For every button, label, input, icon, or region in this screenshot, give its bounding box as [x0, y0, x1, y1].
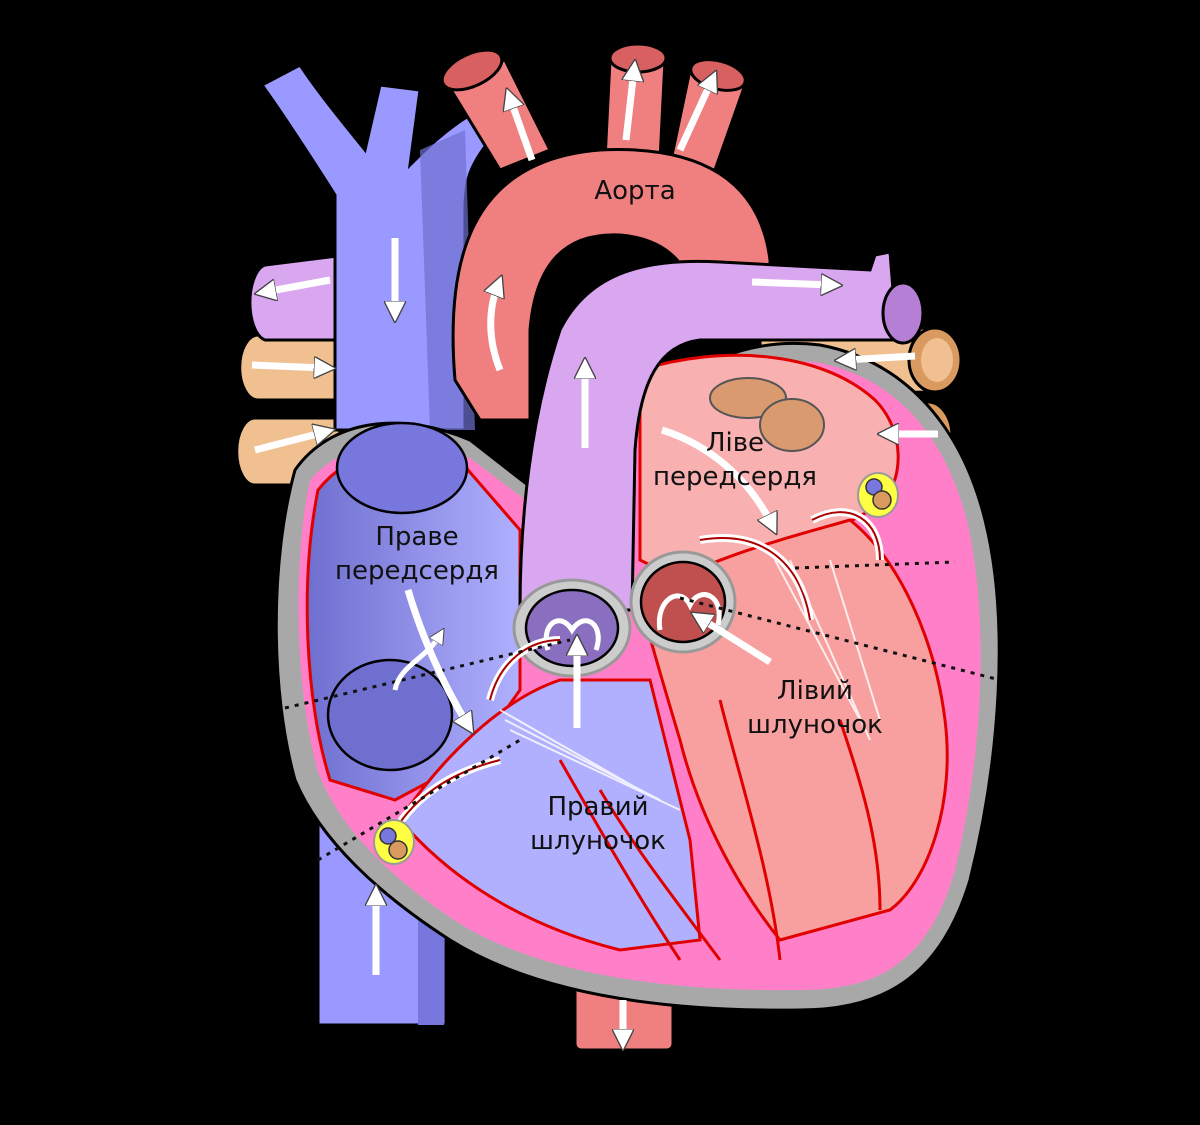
- arrow-aorta-branch-2: [626, 70, 634, 141]
- label-left-atrium: Ліве передсердя: [640, 426, 830, 494]
- arrow-ascending-aorta: [491, 285, 500, 372]
- arrow-aorta-branch-1: [510, 98, 536, 162]
- pulmonary-valve: [512, 578, 632, 678]
- arrow-ra-to-rv: [404, 588, 468, 725]
- aortic-valve: [629, 550, 737, 654]
- arrow-pa-left: [265, 276, 331, 292]
- pulmonary-trunk: [518, 250, 904, 612]
- arrow-pv-left-1: [251, 365, 325, 368]
- arrow-pv-right-1: [845, 356, 916, 360]
- arrow-pv-left-2: [254, 432, 325, 454]
- sinoatrial-node: [857, 472, 899, 518]
- label-aorta: Аорта: [560, 174, 710, 208]
- trabeculae-right: [558, 759, 722, 961]
- arrow-pa-right: [751, 282, 832, 285]
- label-right-ventricle-line2: шлуночок: [530, 826, 666, 856]
- arrow-lv-to-aorta: [700, 618, 772, 665]
- label-right-atrium-line1: Праве: [375, 522, 459, 552]
- right-ventricle: [398, 678, 702, 952]
- atrioventricular-node: [373, 819, 415, 865]
- pulmonary-artery-right-opening: [881, 281, 925, 345]
- label-left-ventricle: Лівий шлуночок: [735, 674, 895, 742]
- arrow-left-atrium-down: [660, 426, 772, 525]
- label-left-atrium-line1: Ліве: [705, 428, 765, 458]
- flow-arrows: [251, 70, 938, 1040]
- pulmonary-artery-left-branch: [248, 253, 347, 342]
- aorta: [451, 148, 772, 422]
- label-left-ventricle-line1: Лівий: [777, 676, 853, 706]
- mitral-valve: [699, 508, 884, 741]
- trabeculae-left: [718, 699, 882, 961]
- pulmonary-vein-opening-2: [759, 398, 825, 452]
- inferior-vena-cava-opening: [326, 658, 454, 772]
- arrow-aorta-branch-3: [676, 80, 712, 152]
- label-left-ventricle-line2: шлуночок: [747, 710, 883, 740]
- label-right-ventricle: Правий шлуночок: [518, 790, 678, 858]
- label-right-atrium: Праве передсердя: [322, 520, 512, 588]
- label-aorta-text: Аорта: [594, 176, 676, 206]
- label-right-atrium-line2: передсердя: [335, 556, 499, 586]
- arrow-ivc-curve: [392, 635, 440, 691]
- superior-vena-cava-opening: [335, 421, 469, 515]
- section-lines: [284, 560, 1001, 862]
- label-right-ventricle-line1: Правий: [547, 792, 649, 822]
- label-left-atrium-line2: передсердя: [653, 462, 817, 492]
- tricuspid-valve: [391, 636, 681, 833]
